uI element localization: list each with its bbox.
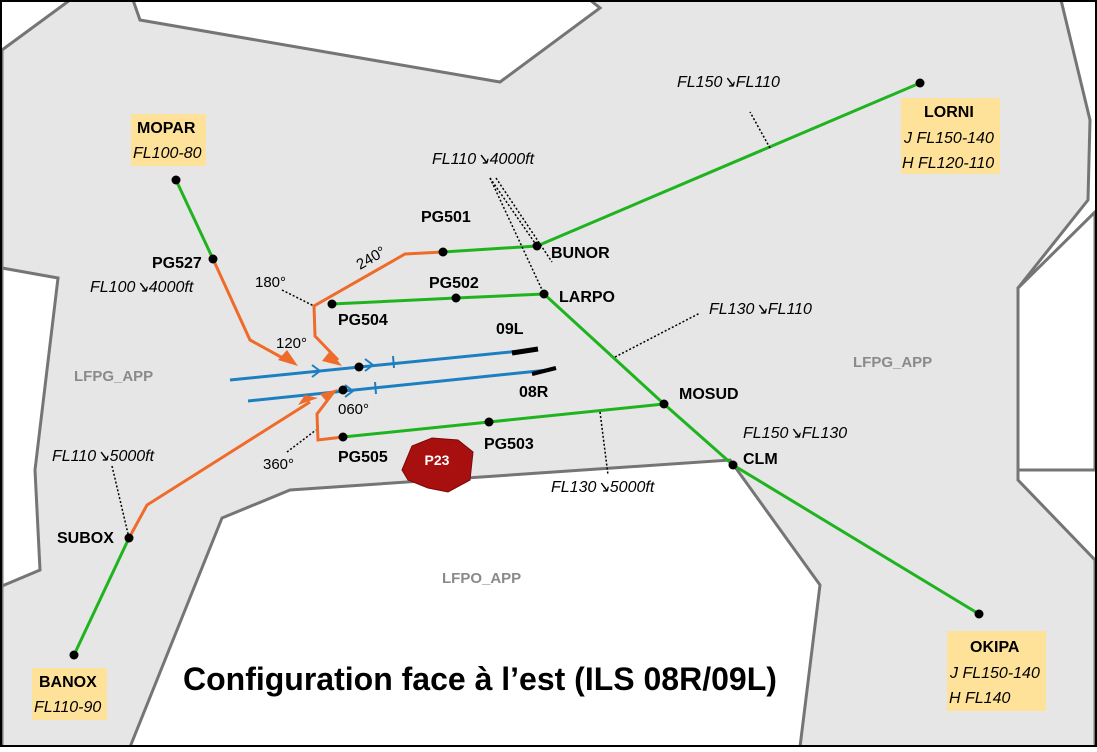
leader-subox [111,465,130,539]
leader-pg503 [599,411,609,476]
mopar-label-box [131,114,206,166]
pg504-label: PG504 [338,312,388,329]
dot-mosud [659,399,669,409]
leader-larpo [489,177,545,295]
dot-faf-08r [338,385,348,395]
okipa-label-box [947,631,1046,711]
mopar-level: FL100-80 [133,145,202,162]
dot-okipa [974,609,984,619]
mosud-label: MOSUD [679,386,739,403]
vectoring-legs [127,250,444,539]
zone-label-lfpo: LFPO_APP [442,570,521,587]
dot-subox [124,533,134,543]
route-larpo-okipa [542,292,980,616]
top-cutout-area [131,0,603,84]
dot-bunor [532,241,542,251]
ils-09l-marker-2 [364,358,375,372]
dot-mopar [171,175,181,185]
pg503-label: PG503 [484,436,534,453]
heading-060: 060° [338,401,369,418]
dot-pg504 [327,299,337,309]
bunor-label: BUNOR [551,245,610,262]
leader-h180 [281,289,315,307]
runway-label-09l: 09L [496,321,524,338]
vector-arrow-1 [278,350,298,366]
ils-09l-tick [392,355,395,369]
route-mopar-pg527 [174,179,215,260]
constraint-mosud-leg: FL130↘FL110 [709,301,812,318]
dot-lorni [915,78,925,88]
runway-axis-09l [229,348,531,382]
constraint-bunor-larpo: FL110↘4000ft [432,151,535,168]
okipa-level-1: J FL150-140 [949,665,1040,682]
dot-pg505 [338,432,348,442]
leader-bunor [489,177,538,247]
dot-banox [69,650,79,660]
vector-arrow-3 [320,389,338,402]
dot-pg501 [438,247,448,257]
runway-label-08r: 08R [519,384,549,401]
zone-label-lfpg-left: LFPG_APP [74,368,153,385]
heading-360: 360° [263,456,294,473]
vector-pg501-pg504 [312,250,444,362]
vector-pg527-downwind [211,258,291,364]
pg527-label: PG527 [152,255,202,272]
pg501-label: PG501 [421,209,471,226]
lorni-name: LORNI [924,104,974,121]
dot-larpo [539,289,549,299]
restricted-zone-p23 [401,437,474,493]
ils-09l-marker [311,364,322,378]
dot-pg502 [451,293,461,303]
lorni-level-1: J FL150-140 [903,130,994,147]
zone-label-lfpg-right: LFPG_APP [853,354,932,371]
vector-pg505-base [315,392,344,442]
ils-08r-tick [374,381,377,395]
lorni-level-2: H FL120-110 [902,155,994,172]
dot-pg527 [208,254,218,264]
vector-arrow-2 [322,351,342,366]
constraint-pg503: FL130↘5000ft [551,479,655,496]
constraint-lorni-leg: FL150↘FL110 [677,74,780,91]
mopar-name: MOPAR [137,120,196,137]
banox-name: BANOX [39,674,97,691]
constraint-clm: FL150↘FL130 [743,425,847,442]
constraint-pg527: FL100↘4000ft [90,279,194,296]
runway-09l-threshold [511,346,539,356]
constraint-subox: FL110↘5000ft [52,448,155,465]
ils-08r-marker [344,384,355,398]
heading-120: 120° [276,335,307,352]
route-subox-banox [72,537,131,656]
subox-label: SUBOX [57,530,114,547]
banox-level: FL110-90 [34,699,101,716]
leader-bunor-2 [495,177,553,263]
clm-label: CLM [743,451,778,468]
leader-lorni-leg [749,111,771,149]
waypoint-dots [69,78,984,660]
chart-title: Configuration face à l’est (ILS 08R/09L) [183,661,777,697]
banox-label-box [32,668,107,720]
heading-180: 180° [255,274,286,291]
runway-axis-08r [247,368,549,403]
pg502-label: PG502 [429,275,479,292]
dot-pg503 [484,417,494,427]
pg505-label: PG505 [338,449,388,466]
larpo-label: LARPO [559,289,615,306]
restricted-zone-label: P23 [425,452,450,468]
dot-faf-09l [354,362,364,372]
lorni-label-box [901,98,1000,174]
vector-arrow-4 [298,395,318,405]
leader-lines [111,111,771,539]
dot-clm [728,460,738,470]
okipa-name: OKIPA [970,639,1020,656]
runway-08r-threshold [531,366,557,376]
okipa-level-2: H FL140 [949,690,1010,707]
vector-subox-intercept [127,400,311,539]
